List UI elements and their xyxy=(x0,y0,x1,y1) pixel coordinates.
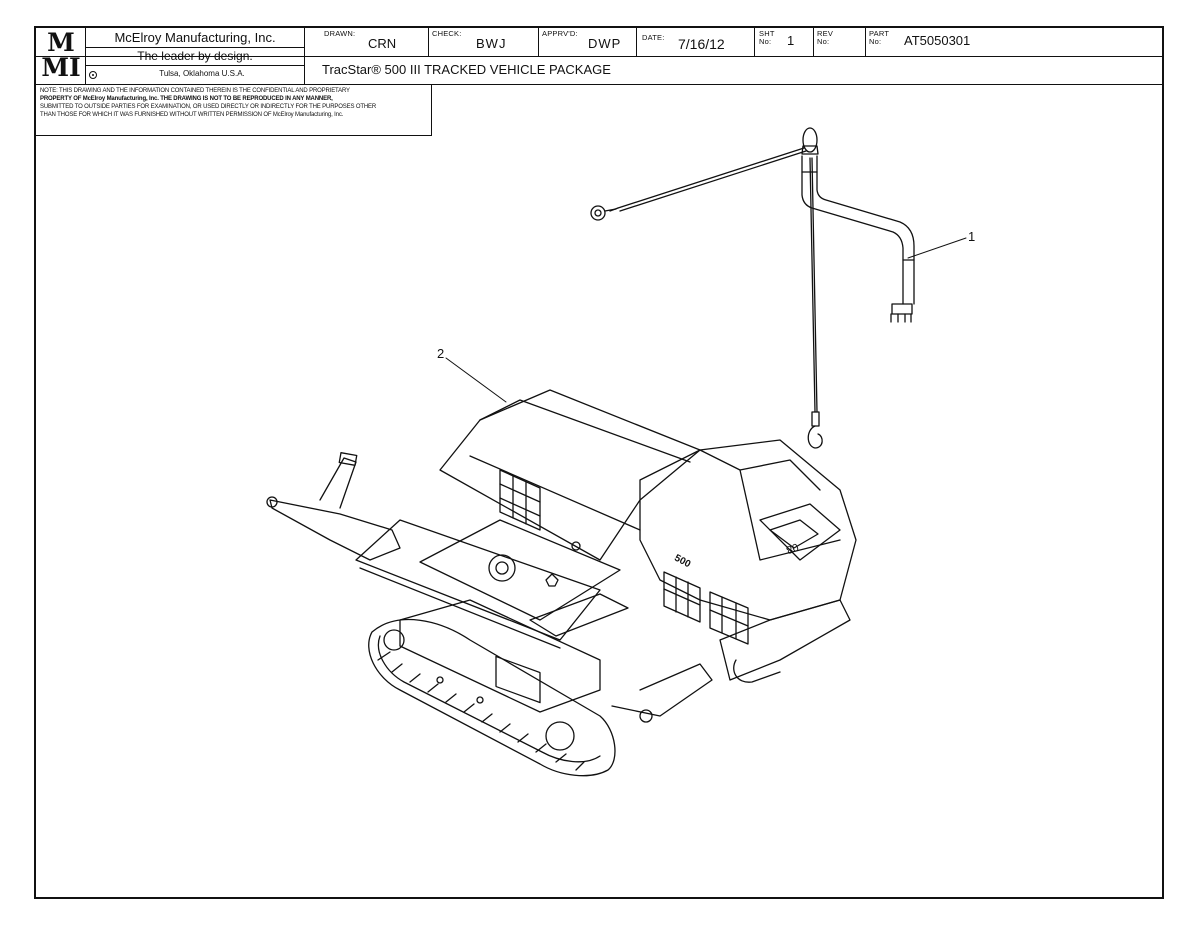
drawing-title: TracStar® 500 III TRACKED VEHICLE PACKAG… xyxy=(322,62,611,77)
date-value: 7/16/12 xyxy=(678,36,725,52)
drawn-label: DRAWN: xyxy=(324,29,356,38)
note-line: SUBMITTED TO OUTSIDE PARTIES FOR EXAMINA… xyxy=(40,104,377,110)
apprvd-value: DWP xyxy=(588,36,622,51)
logo-letters-mi: MI xyxy=(41,53,81,82)
apprvd-label: APPRV'D: xyxy=(542,29,578,38)
part-label-no: No: xyxy=(869,37,882,46)
rev-label-no: No: xyxy=(817,37,830,46)
company-name: McElroy Manufacturing, Inc. xyxy=(114,30,276,45)
company-tagline: The leader by design. xyxy=(137,49,253,63)
rev-label: REV xyxy=(817,29,834,38)
company-location: Tulsa, Oklahoma U.S.A. xyxy=(159,69,245,78)
callout-item-1: 1 xyxy=(968,229,976,244)
check-value: BWJ xyxy=(476,36,507,51)
part-number: AT5050301 xyxy=(904,33,971,48)
drawn-value: CRN xyxy=(368,36,397,51)
lifting-bar-assembly xyxy=(590,127,915,449)
callout-item-2: 2 xyxy=(437,346,445,361)
part-label: PART xyxy=(869,29,890,38)
mmi-logo: M MI xyxy=(36,28,86,84)
drawing-sheet: M MI McElroy Manufacturing, Inc. The lea… xyxy=(34,26,1164,899)
title-divider xyxy=(36,56,1164,57)
sht-label: SHT xyxy=(759,29,775,38)
date-label: DATE: xyxy=(642,33,665,42)
confidentiality-note: NOTE: THIS DRAWING AND THE INFORMATION C… xyxy=(36,84,432,136)
note-line: PROPERTY OF McElroy Manufacturing, Inc. … xyxy=(40,96,333,102)
check-label: CHECK: xyxy=(432,29,462,38)
title-block-bottom xyxy=(36,84,1164,85)
sht-label-no: No: xyxy=(759,37,772,46)
tracstar-vehicle xyxy=(266,237,967,777)
note-line: NOTE: THIS DRAWING AND THE INFORMATION C… xyxy=(40,88,350,94)
logo-letter-m: M xyxy=(47,28,75,57)
note-line: THAN THOSE FOR WHICH IT WAS FURNISHED WI… xyxy=(40,112,344,118)
sheet-number: 1 xyxy=(787,33,795,48)
registered-icon xyxy=(88,68,100,80)
